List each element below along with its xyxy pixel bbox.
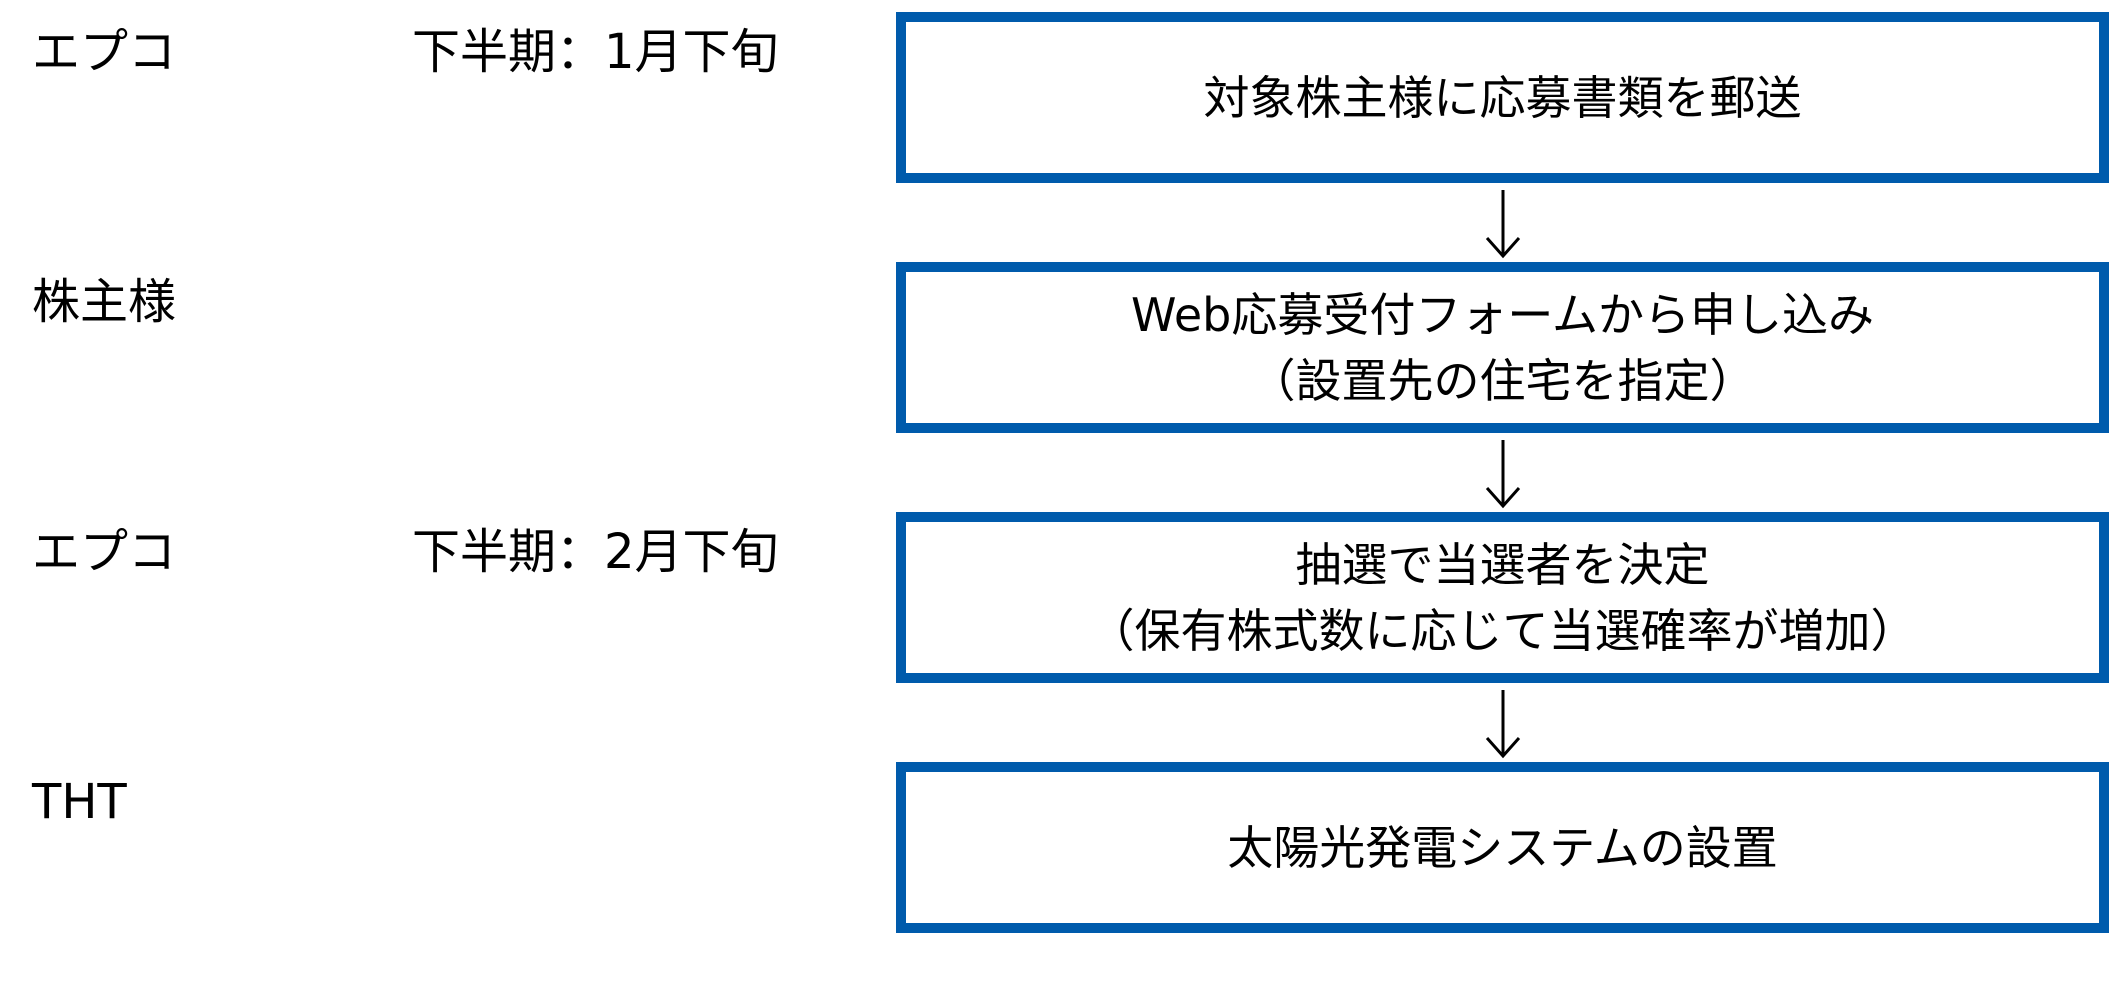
step-line: Web応募受付フォームから申し込み [1131, 287, 1874, 342]
actor-label-tht: THT [32, 774, 127, 830]
step-box-installation: 太陽光発電システムの設置 [896, 762, 2109, 933]
actor-label-epco-2: エプコ [32, 524, 177, 580]
step-box-mail-documents: 対象株主様に応募書類を郵送 [896, 12, 2109, 183]
step-line: （保有株式数に応じて当選確率が増加） [1088, 603, 1917, 658]
step-line: 抽選で当選者を決定 [1295, 537, 1710, 592]
step-box-web-application: Web応募受付フォームから申し込み （設置先の住宅を指定） [896, 262, 2109, 433]
timing-label-jan: 下半期：1月下旬 [412, 24, 779, 80]
step-box-lottery: 抽選で当選者を決定 （保有株式数に応じて当選確率が増加） [896, 512, 2109, 683]
arrow-down-icon [1485, 190, 1521, 259]
step-text: 抽選で当選者を決定 （保有株式数に応じて当選確率が増加） [1089, 532, 1917, 664]
step-line: （設置先の住宅を指定） [1249, 353, 1756, 408]
step-text: Web応募受付フォームから申し込み （設置先の住宅を指定） [1131, 282, 1874, 414]
actor-label-shareholders: 株主様 [32, 274, 177, 330]
timing-label-feb: 下半期：2月下旬 [412, 524, 779, 580]
step-text: 対象株主様に応募書類を郵送 [1204, 65, 1802, 131]
step-text: 太陽光発電システムの設置 [1227, 815, 1778, 881]
arrow-down-icon [1485, 440, 1521, 509]
arrow-down-icon [1485, 690, 1521, 759]
actor-label-epco-1: エプコ [32, 24, 177, 80]
step-line: 太陽光発電システムの設置 [1227, 820, 1778, 875]
step-line: 対象株主様に応募書類を郵送 [1203, 70, 1802, 125]
